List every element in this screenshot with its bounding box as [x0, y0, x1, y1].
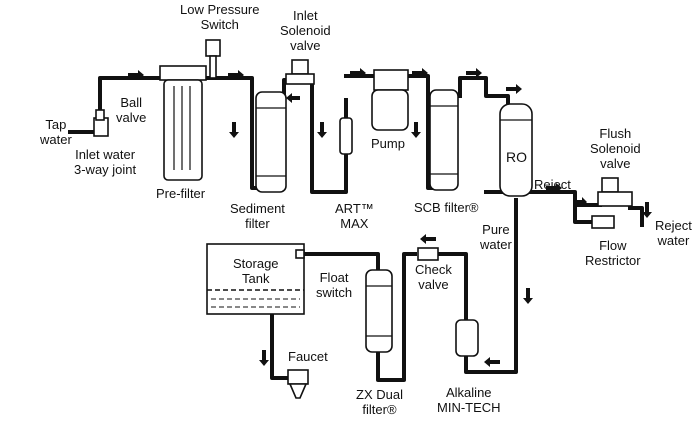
- ball-valve: [95, 109, 105, 121]
- pre-filter: [159, 65, 207, 181]
- flow-restrictor: [591, 215, 615, 229]
- pipe-pure-water: [464, 198, 518, 374]
- storage-tank: [206, 243, 305, 315]
- low-pressure-switch: [205, 39, 221, 79]
- faucet: [287, 369, 309, 399]
- flow-arrows: [128, 68, 652, 367]
- alkaline-min-tech: [455, 319, 479, 357]
- float-switch: [295, 249, 305, 259]
- pipe-scb-to-ro: [458, 76, 510, 108]
- pipe-tank-to-faucet: [270, 310, 297, 380]
- sediment-filter: [255, 91, 287, 193]
- check-valve: [417, 247, 439, 261]
- label-pump: Pump: [371, 136, 405, 151]
- inlet-solenoid-valve: [285, 59, 315, 85]
- pipe-reject-out: [628, 206, 644, 227]
- label-ro: RO: [506, 149, 527, 165]
- pipe-zx-to-float: [296, 252, 380, 272]
- flush-solenoid-valve: [597, 177, 633, 207]
- label-reject: Reject: [534, 177, 571, 192]
- pump: [371, 69, 409, 131]
- zx-dual-filter: [365, 269, 393, 353]
- ro-membrane: [499, 103, 533, 197]
- scb-filter: [429, 89, 459, 191]
- label-faucet: Faucet: [288, 349, 328, 364]
- pipe-check-to-zx: [376, 252, 417, 382]
- art-max-cartridge: [339, 117, 353, 155]
- label-pre-filter: Pre-filter: [156, 186, 206, 201]
- pipe-min-to-check: [438, 252, 468, 322]
- label-scb-filter: SCB filter®: [414, 200, 479, 215]
